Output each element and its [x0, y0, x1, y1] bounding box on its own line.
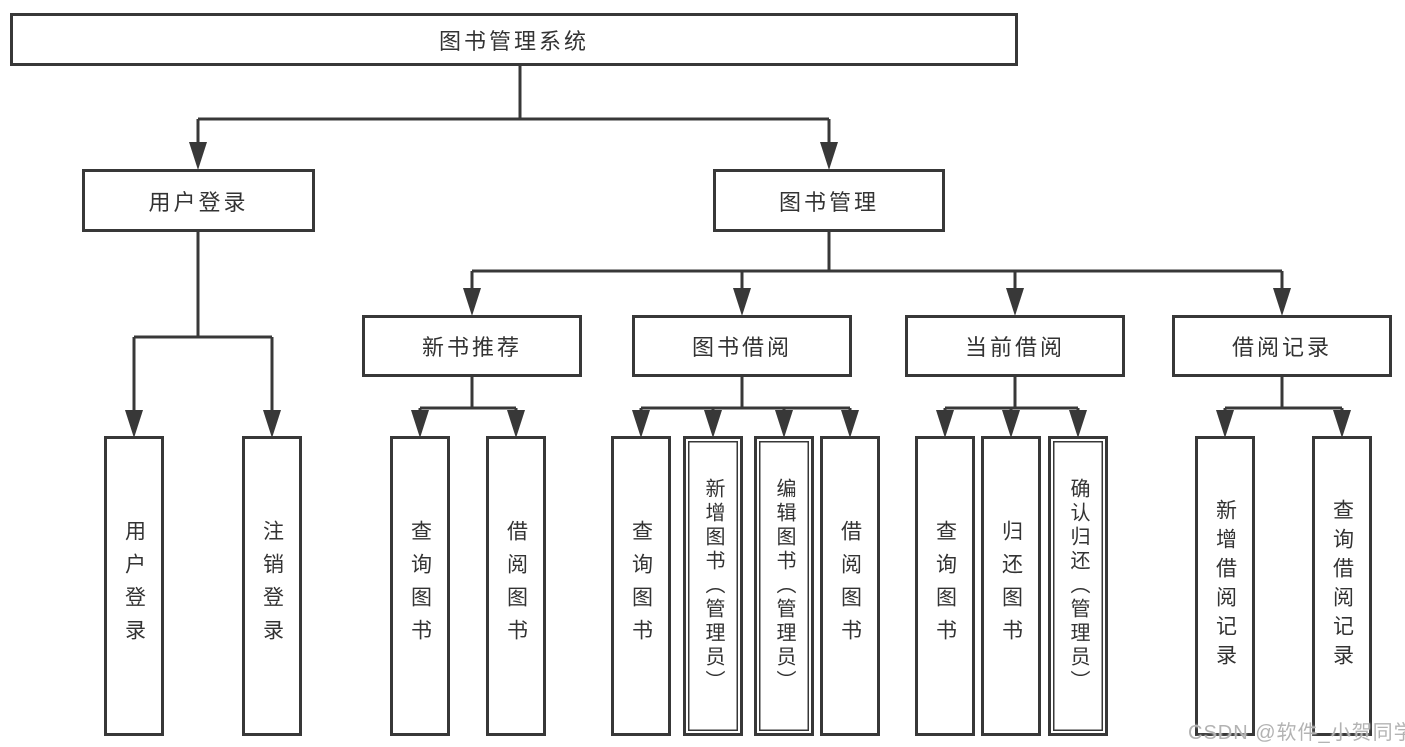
- leaf-edit-book-admin-label: 编辑图书（管理员）: [773, 478, 795, 694]
- leaf-logout-label: 注销登录: [260, 520, 284, 652]
- node-book-borrowing: 图书借阅: [632, 315, 852, 377]
- leaf-add-borrow-record: 新增借阅记录: [1195, 436, 1255, 736]
- leaf-query-books-3: 查询图书: [915, 436, 975, 736]
- leaf-return-book: 归还图书: [981, 436, 1041, 736]
- leaf-add-book-admin-label: 新增图书（管理员）: [702, 478, 724, 694]
- connector-arrowheads: [125, 142, 1351, 438]
- node-current-borrowing: 当前借阅: [905, 315, 1125, 377]
- leaf-query-books-1: 查询图书: [390, 436, 450, 736]
- leaf-borrow-books-2: 借阅图书: [820, 436, 880, 736]
- leaf-query-books-3-label: 查询图书: [933, 520, 957, 652]
- leaf-edit-book-admin: 编辑图书（管理员）: [754, 436, 814, 736]
- leaf-query-books-2: 查询图书: [611, 436, 671, 736]
- leaf-query-books-2-label: 查询图书: [629, 520, 653, 652]
- leaf-add-borrow-record-label: 新增借阅记录: [1213, 499, 1237, 673]
- node-borrow-records: 借阅记录: [1172, 315, 1392, 377]
- leaf-user-login: 用户登录: [104, 436, 164, 736]
- leaf-query-borrow-record: 查询借阅记录: [1312, 436, 1372, 736]
- watermark: CSDN @软件_小贺同学: [1188, 722, 1405, 744]
- node-root-system: 图书管理系统: [10, 13, 1018, 66]
- leaf-borrow-books-1: 借阅图书: [486, 436, 546, 736]
- node-user-login: 用户登录: [82, 169, 315, 232]
- leaf-confirm-return-admin-label: 确认归还（管理员）: [1067, 478, 1089, 694]
- leaf-logout: 注销登录: [242, 436, 302, 736]
- leaf-user-login-label: 用户登录: [122, 520, 146, 652]
- connector-paths: [132, 66, 1344, 414]
- leaf-add-book-admin: 新增图书（管理员）: [683, 436, 743, 736]
- leaf-confirm-return-admin: 确认归还（管理员）: [1048, 436, 1108, 736]
- leaf-borrow-books-1-label: 借阅图书: [504, 520, 528, 652]
- node-book-management: 图书管理: [713, 169, 945, 232]
- leaf-query-borrow-record-label: 查询借阅记录: [1330, 499, 1354, 673]
- node-new-book-recommend: 新书推荐: [362, 315, 582, 377]
- leaf-borrow-books-2-label: 借阅图书: [838, 520, 862, 652]
- leaf-return-book-label: 归还图书: [999, 520, 1023, 652]
- leaf-query-books-1-label: 查询图书: [408, 520, 432, 652]
